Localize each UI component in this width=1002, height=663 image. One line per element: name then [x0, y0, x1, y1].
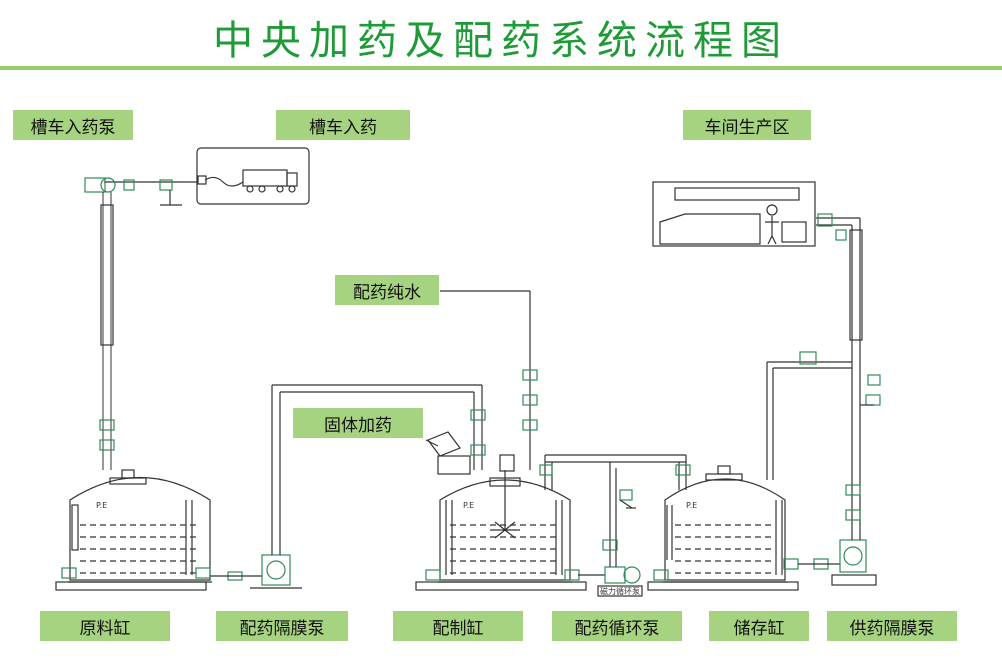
supply-pump-shape	[839, 539, 867, 573]
mixing-tank-level	[450, 524, 560, 574]
title-underline	[0, 66, 1002, 70]
label-tanker-pump: 槽车入药泵	[13, 110, 133, 140]
storage-outlet-valves	[653, 558, 829, 581]
label-pure-water: 配药纯水	[335, 275, 439, 305]
label-tanker-dosing: 槽车入药	[276, 110, 410, 140]
raw-inlet-valves	[99, 419, 115, 451]
storage-tank-shape	[647, 465, 799, 591]
raw-level-gauge	[71, 504, 79, 551]
raw-outlet-valves	[61, 567, 243, 581]
solid-hopper-icon	[427, 431, 515, 475]
workshop-box	[652, 181, 816, 247]
label-raw-tank: 原料缸	[40, 611, 170, 641]
pure-water-valves	[522, 369, 538, 431]
mixing-tank-pe-mark: P.E	[463, 501, 474, 510]
tanker-truck-icon	[197, 169, 298, 193]
mixing-tank-shape	[415, 470, 587, 591]
tanker-pump-icon	[84, 177, 173, 193]
circ-pump-tag: 磁力循环泵	[600, 586, 640, 596]
circ-pump-shape	[604, 566, 641, 584]
supply-flow-column	[849, 229, 863, 341]
page-title: 中央加药及配药系统流程图	[213, 18, 789, 64]
workshop-machine-icon	[659, 187, 807, 245]
label-dosing-pump: 配药隔膜泵	[216, 611, 348, 641]
label-supply-pump: 供药隔膜泵	[827, 611, 957, 641]
storage-tank-level	[675, 524, 775, 574]
storage-tank-pe-mark: P.E	[686, 501, 697, 510]
raw-tank-pe-mark: P.E	[96, 501, 107, 510]
label-mixing-tank: 配制缸	[393, 611, 523, 641]
label-circ-pump: 配药循环泵	[552, 611, 682, 641]
label-solid-dosing: 固体加药	[293, 408, 423, 438]
supply-valves	[845, 374, 881, 521]
raw-tank-level	[80, 524, 200, 574]
label-storage-tank: 储存缸	[709, 611, 809, 641]
label-workshop: 车间生产区	[683, 110, 811, 140]
mixing-inlet-valves	[470, 409, 486, 456]
dosing-pump-shape	[261, 554, 291, 586]
raw-tank-shape	[55, 469, 212, 591]
tanker-truck-box	[196, 147, 310, 205]
flowmeter-column	[100, 204, 114, 346]
